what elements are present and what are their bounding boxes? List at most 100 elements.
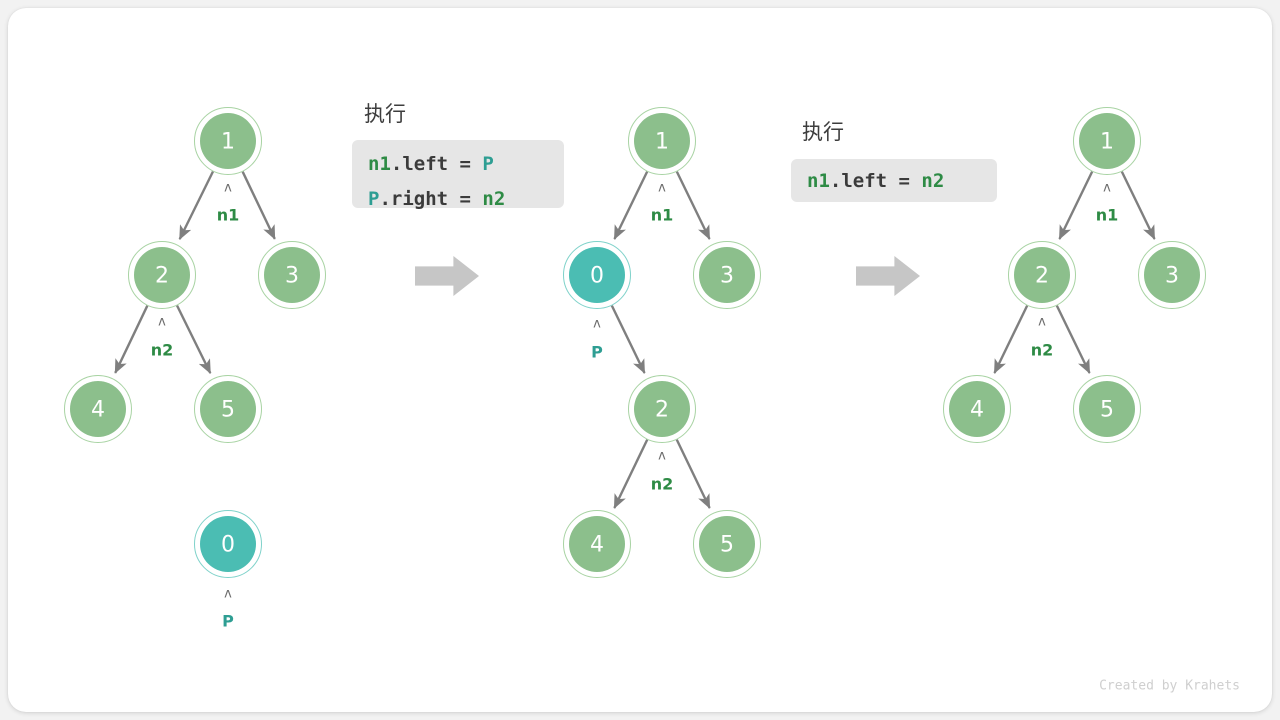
code-token: n2 xyxy=(482,188,505,210)
node-value: 2 xyxy=(1035,264,1049,289)
pointer-label: n2 xyxy=(1031,341,1054,360)
tree-node: 4 xyxy=(563,510,631,578)
node-inner-gap xyxy=(564,511,630,577)
tree-node: 2 xyxy=(1008,241,1076,309)
code-token: P xyxy=(482,153,493,175)
tree-edge xyxy=(613,439,649,509)
node-value: 1 xyxy=(1100,130,1114,155)
pointer-caret-icon: ʌ xyxy=(224,587,232,602)
tree-node: 4 xyxy=(64,375,132,443)
code-token: n1 xyxy=(368,153,391,175)
node-value: 4 xyxy=(91,398,105,423)
step-arrow-1-icon xyxy=(415,256,479,296)
tree-node: 2 xyxy=(128,241,196,309)
node-disc xyxy=(634,113,690,169)
code-line: P.right = n2 xyxy=(368,188,505,210)
pointer-label: n2 xyxy=(151,341,174,360)
pointer-label: n2 xyxy=(651,475,674,494)
node-inner-gap xyxy=(1009,242,1075,308)
node-disc xyxy=(699,247,755,303)
node-inner-gap xyxy=(629,108,695,174)
node-disc xyxy=(264,247,320,303)
node-disc xyxy=(70,381,126,437)
pointer-caret-icon: ʌ xyxy=(158,315,166,330)
node-inner-gap xyxy=(1139,242,1205,308)
node-inner-gap xyxy=(195,376,261,442)
tree-edge xyxy=(993,305,1029,374)
node-inner-gap xyxy=(694,511,760,577)
node-inner-gap xyxy=(694,242,760,308)
node-inner-gap xyxy=(65,376,131,442)
node-disc xyxy=(200,381,256,437)
tree-edge xyxy=(613,171,649,240)
node-disc xyxy=(699,516,755,572)
code-token: .left = xyxy=(391,153,483,175)
node-disc xyxy=(200,113,256,169)
edges-layer xyxy=(114,170,1156,509)
node-disc xyxy=(569,247,625,303)
code-token: .left = xyxy=(830,170,922,192)
node-disc xyxy=(1079,113,1135,169)
tree-edge xyxy=(178,170,215,240)
tree-edge xyxy=(675,171,711,240)
code-line: n1.left = P xyxy=(368,153,494,175)
node-value: 3 xyxy=(285,264,299,289)
tree-node: 1 xyxy=(628,107,696,175)
node-value: 5 xyxy=(221,398,235,423)
node-inner-gap xyxy=(259,242,325,308)
node-disc xyxy=(1014,247,1070,303)
node-inner-gap xyxy=(629,376,695,442)
node-disc xyxy=(200,516,256,572)
tree-node: 3 xyxy=(258,241,326,309)
pointer-label: n1 xyxy=(217,206,240,225)
node-inner-gap xyxy=(944,376,1010,442)
node-value: 4 xyxy=(970,398,984,423)
pointer-caret-icon: ʌ xyxy=(593,317,601,332)
tree-node: 5 xyxy=(1073,375,1141,443)
credit-text: Created by Krahets xyxy=(1099,679,1240,694)
tree-node: 1 xyxy=(194,107,262,175)
tree-edge xyxy=(241,171,276,240)
node-value: 5 xyxy=(1100,398,1114,423)
tree-edge xyxy=(1055,305,1091,374)
pointer-caret-icon: ʌ xyxy=(224,181,232,196)
tree-node: 0 xyxy=(194,510,262,578)
tree-edge xyxy=(114,305,149,374)
code-token: P xyxy=(368,188,379,210)
code-box xyxy=(791,159,997,202)
transitions-layer xyxy=(415,256,920,296)
pointer-label: P xyxy=(591,343,603,362)
node-disc xyxy=(134,247,190,303)
node-disc xyxy=(1079,381,1135,437)
tree-edge xyxy=(1120,171,1156,240)
tree-node: 4 xyxy=(943,375,1011,443)
node-value: 1 xyxy=(221,130,235,155)
node-disc xyxy=(569,516,625,572)
node-value: 0 xyxy=(221,533,235,558)
tree-node: 5 xyxy=(693,510,761,578)
code-token: n1 xyxy=(807,170,830,192)
step-arrow-2-icon xyxy=(856,256,920,296)
code-box xyxy=(352,140,564,208)
pointer-label: n1 xyxy=(1096,206,1119,225)
node-value: 4 xyxy=(590,533,604,558)
node-inner-gap xyxy=(195,511,261,577)
tree-node: 0 xyxy=(563,241,631,309)
node-value: 2 xyxy=(655,398,669,423)
node-inner-gap xyxy=(1074,376,1140,442)
node-value: 3 xyxy=(720,264,734,289)
node-disc xyxy=(949,381,1005,437)
node-inner-gap xyxy=(1074,108,1140,174)
node-disc xyxy=(1144,247,1200,303)
tree-node: 5 xyxy=(194,375,262,443)
pointer-label: P xyxy=(222,612,234,631)
node-inner-gap xyxy=(195,108,261,174)
tree-node: 1 xyxy=(1073,107,1141,175)
